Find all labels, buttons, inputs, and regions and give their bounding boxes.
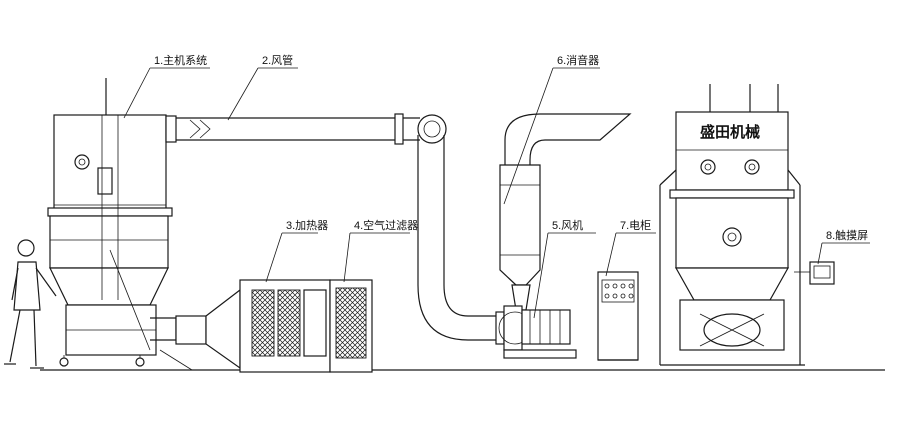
- label-heater: 3.加热器: [286, 219, 328, 232]
- label-fan: 5.风机: [552, 218, 583, 232]
- main-system-unit: [47, 78, 173, 367]
- operator-figure-icon: [4, 239, 57, 369]
- silencer-unit: [499, 113, 632, 311]
- heater-unit: [150, 279, 331, 373]
- right-dryer-unit: [659, 84, 835, 366]
- fan-unit: [498, 305, 577, 359]
- label-air-filter: 4.空气过滤器: [354, 218, 418, 232]
- label-air-duct: 2.风管: [262, 53, 293, 67]
- brand-label: 盛田机械: [700, 123, 760, 141]
- label-silencer: 6.消音器: [557, 53, 599, 67]
- control-cabinet-unit: [597, 271, 639, 361]
- air-filter-unit: [329, 279, 373, 373]
- label-main-system: 1.主机系统: [154, 53, 207, 67]
- touch-screen-icon: [809, 261, 835, 285]
- label-control-cabinet: 7.电柜: [620, 219, 651, 232]
- label-touch-screen: 8.触摸屏: [826, 228, 868, 242]
- air-duct: [165, 113, 505, 345]
- callout-leaders: [123, 67, 870, 319]
